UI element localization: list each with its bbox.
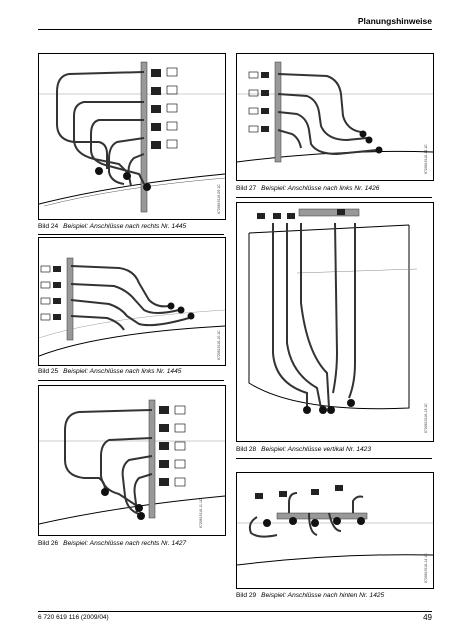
figure-24-code: 6720619116-09.1C [217, 184, 221, 214]
page-header-title: Planungshinweise [357, 16, 432, 26]
figure-29-code: 6720619116-14.1C [424, 553, 428, 583]
figure-24-divider [38, 234, 224, 235]
footer-doc-ref: 6 720 619 116 (2009/04) [38, 614, 109, 621]
figure-24-caption: Bild 24 Beispiel: Anschlüsse nach rechts … [38, 223, 186, 230]
figure-28-caption-text: Beispiel: Anschlüsse vertikal Nr. 1423 [261, 446, 371, 453]
figure-24-number: Bild 24 [38, 223, 59, 230]
figure-25-divider [38, 380, 224, 381]
figure-26-drawing [39, 399, 225, 525]
figure-26: 6720619116-11.1C [38, 385, 226, 536]
figure-29-caption: Bild 29 Beispiel: Anschlüsse nach hinten … [236, 592, 384, 599]
figure-29-drawing [237, 485, 433, 566]
figure-27: 6720619116-12.1C [236, 53, 434, 181]
footer-page-number: 49 [423, 613, 432, 622]
figure-28-number: Bild 28 [236, 446, 257, 453]
figure-29: 6720619116-14.1C [236, 472, 434, 589]
footer-rule [38, 611, 432, 612]
figure-28-caption: Bild 28 Beispiel: Anschlüsse vertikal Nr.… [236, 446, 371, 453]
figure-28: 6720619116-13.1C [236, 202, 434, 442]
figure-26-caption-text: Beispiel: Anschlüsse nach rechts Nr. 142… [63, 540, 187, 547]
figure-28-divider [236, 458, 432, 459]
figure-24: 6720619116-09.1C [38, 53, 226, 220]
figure-26-number: Bild 26 [38, 540, 59, 547]
figure-28-drawing [248, 208, 418, 414]
figure-25-drawing [39, 257, 225, 357]
figure-25: 6720619116-10.1C [38, 237, 226, 366]
figure-27-number: Bild 27 [236, 185, 257, 192]
figure-28-code: 6720619116-13.1C [424, 403, 428, 433]
figure-24-drawing [39, 61, 225, 213]
figure-25-code: 6720619116-10.1C [217, 330, 221, 360]
header-rule [38, 29, 432, 30]
figure-27-drawing [237, 61, 433, 163]
figure-27-caption: Bild 27 Beispiel: Anschlüsse nach links N… [236, 185, 379, 192]
figure-29-number: Bild 29 [236, 592, 257, 599]
figure-27-divider [236, 197, 432, 198]
figure-25-caption: Bild 25 Beispiel: Anschlüsse nach links N… [38, 368, 181, 375]
figure-25-number: Bild 25 [38, 368, 59, 375]
figure-26-caption: Bild 26 Beispiel: Anschlüsse nach rechts … [38, 540, 186, 547]
figure-29-caption-text: Beispiel: Anschlüsse nach hinten Nr. 142… [261, 592, 385, 599]
figure-27-code: 6720619116-12.1C [424, 144, 428, 174]
figure-26-code: 6720619116-11.1C [199, 498, 203, 528]
figure-25-caption-text: Beispiel: Anschlüsse nach links Nr. 1445 [63, 368, 182, 375]
figure-24-caption-text: Beispiel: Anschlüsse nach rechts Nr. 144… [63, 223, 187, 230]
figure-27-caption-text: Beispiel: Anschlüsse nach links Nr. 1426 [261, 185, 380, 192]
